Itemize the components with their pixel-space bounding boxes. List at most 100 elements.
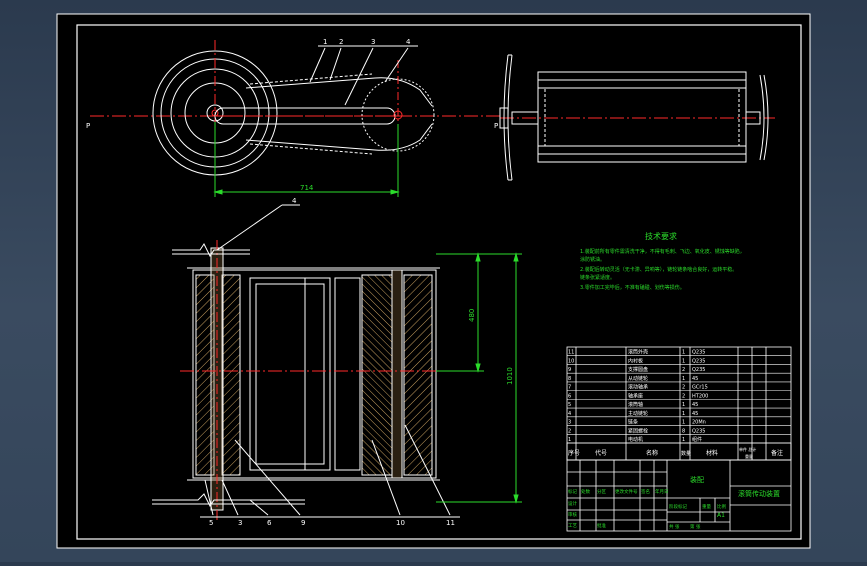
drawing-frame	[76, 24, 802, 540]
bom-header-labels: 序号 代号 名称 数量 材料 单件 总计 重量 备注	[568, 446, 783, 459]
bom-table	[566, 346, 792, 461]
bom-cell: 2	[682, 367, 685, 373]
bom-header-no: 序号	[568, 449, 580, 457]
bom-cell: 紧固螺栓	[628, 427, 648, 434]
drum-inner	[544, 87, 740, 147]
bom-cell: 1	[682, 437, 685, 443]
title-block-cell: 签名	[641, 488, 650, 495]
title-block-cell: 重量	[702, 503, 711, 510]
bom-cell: 2	[682, 385, 685, 391]
bom-cell: 从动链轮	[628, 375, 648, 382]
balloon-4: 4	[406, 38, 411, 46]
title-block-cell: 共 张	[669, 523, 680, 530]
balloon-5: 5	[209, 519, 213, 527]
leader-1	[309, 47, 326, 83]
bom-cell: 1	[682, 358, 685, 364]
bom-header-name: 名称	[646, 449, 658, 457]
leader-3	[344, 47, 374, 106]
drawing-title: 滚筒传动装置	[738, 489, 780, 498]
balloon-3-bottom: 3	[238, 519, 242, 527]
right-pulley-profile	[759, 74, 769, 161]
bom-cell: Q235	[692, 367, 705, 373]
hatch-left-outer	[195, 274, 215, 476]
note-1b: 涂防锈油。	[580, 256, 605, 263]
leader-6	[249, 499, 269, 516]
bom-cell: 1	[682, 420, 685, 426]
bom-cell: 1	[682, 402, 685, 408]
bom-cell: GCr15	[692, 385, 708, 391]
dim-714-label: 714	[300, 184, 314, 192]
bom-cell: Q235	[692, 428, 705, 434]
top-balloons: 1 2 3 4 P P	[86, 38, 498, 130]
leader-11	[404, 424, 451, 516]
balloon-6: 6	[267, 519, 272, 527]
bom-cell: 4	[568, 411, 571, 417]
title-block-cell: 设计	[568, 500, 577, 507]
bom-header-unit: 单件 总计	[739, 446, 756, 452]
bom-cell: 电动机	[628, 436, 643, 443]
hatch-right-inner	[361, 274, 393, 476]
bom-cell: 1	[682, 350, 685, 356]
leader-5	[204, 479, 214, 516]
bom-cell: 45	[692, 376, 698, 382]
bom-cell: 11	[568, 350, 574, 356]
chain-lower	[245, 123, 433, 151]
notes-title: 技术要求	[645, 231, 677, 241]
bom-cell: 8	[682, 428, 685, 434]
section-mark-right: P	[494, 122, 498, 130]
note-2: 2.装配后转动灵活（无卡滞、异响等），链轮链条啮合良好，运转平稳。	[580, 266, 737, 273]
bom-cell: 支撑圆盘	[628, 366, 648, 373]
window-2	[334, 277, 361, 471]
bom-cell: 滚动轴承	[628, 384, 648, 391]
bom-cell: 8	[568, 376, 571, 382]
hatch-right-outer	[403, 274, 433, 476]
balloon-3: 3	[371, 38, 375, 46]
bom-cell: 1	[682, 376, 685, 382]
bom-cell: 滚筒轴	[628, 401, 643, 408]
bom-cell: 7	[568, 385, 571, 391]
title-block-cell: 批准	[597, 522, 606, 529]
right-shaft	[745, 111, 761, 125]
bom-header-code: 代号	[595, 449, 607, 457]
bom-cell: 9	[568, 367, 571, 373]
drum-side-view	[499, 54, 775, 181]
bom-cell: 45	[692, 411, 698, 417]
bom-cell: Q235	[692, 358, 705, 364]
title-block-cell: 第 张	[690, 523, 701, 530]
chain-upper	[245, 77, 433, 107]
balloon-9: 9	[301, 519, 305, 527]
title-block	[566, 459, 792, 532]
bottom-balloons: 4 5 3 6 9 10 11	[209, 197, 455, 527]
leader-2	[329, 47, 342, 81]
bom-cell: 1	[682, 411, 685, 417]
bom-cell: HT200	[692, 393, 708, 399]
leader-shaft	[216, 204, 283, 251]
hatch-left-inner	[221, 274, 241, 476]
bom-cell: 滚筒外壳	[628, 349, 648, 356]
bom-cell: 轴承座	[628, 392, 643, 399]
break-line-top	[172, 243, 250, 257]
bom-cell: 5	[568, 402, 571, 408]
bom-cell: 2	[568, 428, 571, 434]
title-block-cell: 处数	[581, 488, 590, 495]
bom-cell: 10	[568, 358, 574, 364]
bom-cell: 45	[692, 402, 698, 408]
title-block-cells: 标记处数分区更改文件号签名年月日设计审核工艺批准阶段标记重量比例共 张第 张	[568, 488, 726, 530]
chain-drive-view	[90, 40, 500, 195]
bom-cell: 20Mn	[692, 420, 706, 426]
bom-cell: 链条	[628, 419, 638, 426]
note-3: 3.零件加工完毕后，不准有磕碰、划伤等损伤。	[580, 284, 685, 291]
dim-vertical	[436, 252, 522, 504]
title-block-cell: 标记	[568, 488, 577, 495]
title-block-cell: 年月日	[655, 488, 669, 495]
bom-header-mat: 材料	[706, 449, 718, 457]
balloon-shaft: 4	[292, 197, 297, 205]
bom-cell: 6	[568, 393, 571, 399]
bom-cell: 1	[568, 437, 571, 443]
leader-10	[371, 439, 401, 516]
note-2b: 链条张紧适度。	[580, 274, 615, 281]
leader-3b	[221, 479, 239, 516]
balloon-1: 1	[323, 38, 327, 46]
